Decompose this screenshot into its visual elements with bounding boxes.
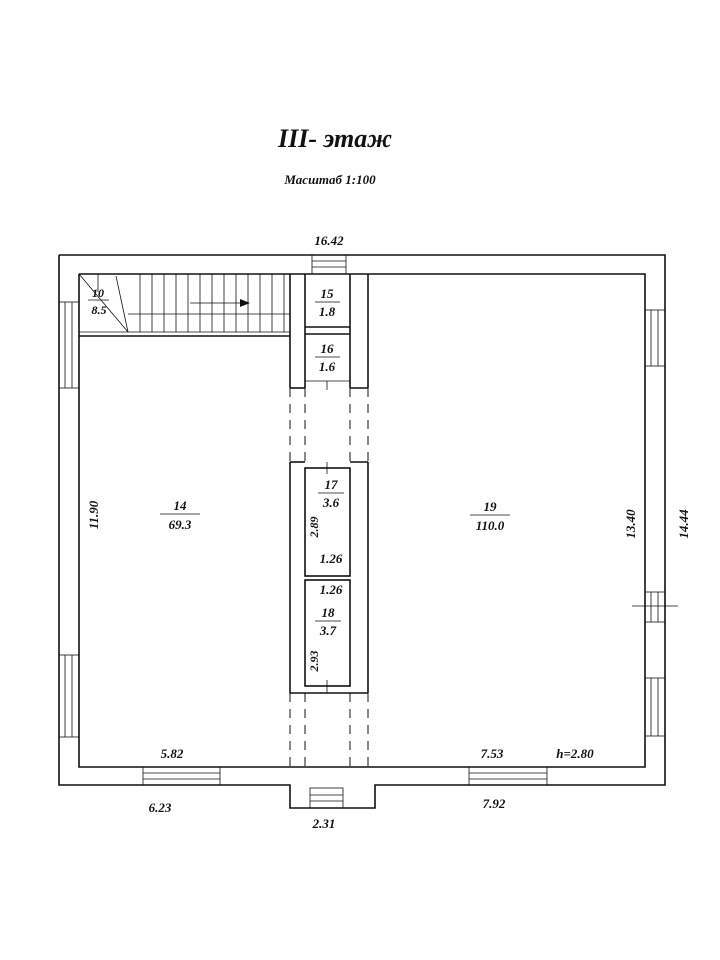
room-14-label: 14 69.3	[160, 498, 200, 532]
outer-walls	[58, 254, 666, 809]
room-19-label: 19 110.0	[470, 499, 510, 533]
page-title: III- этаж	[278, 124, 392, 153]
dimension-bottom-right-inner: 7.53	[481, 746, 504, 761]
room-18-label: 18 3.7	[315, 605, 341, 638]
svg-text:17: 17	[325, 477, 339, 492]
dimension-room17-width: 1.26	[320, 551, 343, 566]
svg-text:1.8: 1.8	[319, 304, 336, 319]
svg-text:15: 15	[321, 286, 335, 301]
svg-text:1.6: 1.6	[319, 359, 336, 374]
scale-label: Масштаб 1:100	[284, 172, 376, 187]
corridor-walls	[289, 274, 369, 767]
dimension-room17-height: 2.89	[307, 517, 321, 539]
room-10-label: 10 8.5	[88, 286, 109, 317]
room-16-label: 16 1.6	[315, 341, 340, 374]
dimension-room18-width: 1.26	[320, 582, 343, 597]
dimension-right-outer-height: 14.44	[676, 509, 691, 539]
room-15-label: 15 1.8	[315, 286, 340, 319]
svg-text:8.5: 8.5	[92, 303, 107, 317]
windows	[58, 254, 666, 809]
svg-text:16: 16	[321, 341, 335, 356]
svg-text:110.0: 110.0	[476, 518, 505, 533]
staircase	[78, 273, 290, 337]
dimension-bottom-left-inner: 5.82	[161, 746, 184, 761]
dimension-right-inner-height: 13.40	[623, 509, 638, 539]
dimension-bottom-right-outer: 7.92	[483, 796, 506, 811]
svg-text:19: 19	[484, 499, 498, 514]
svg-text:14: 14	[174, 498, 188, 513]
svg-text:3.7: 3.7	[319, 623, 337, 638]
svg-text:10: 10	[92, 286, 104, 300]
dimension-bottom-left-outer: 6.23	[149, 800, 172, 815]
svg-text:69.3: 69.3	[169, 517, 192, 532]
room-17-label: 17 3.6	[318, 477, 344, 510]
dimension-room18-height: 2.93	[307, 651, 321, 673]
svg-text:18: 18	[322, 605, 336, 620]
svg-text:3.6: 3.6	[322, 495, 340, 510]
dimension-top-width: 16.42	[314, 233, 344, 248]
dimension-bottom-center: 2.31	[312, 816, 336, 831]
ceiling-height-label: h=2.80	[556, 746, 594, 761]
dimension-left-height: 11.90	[86, 500, 101, 529]
